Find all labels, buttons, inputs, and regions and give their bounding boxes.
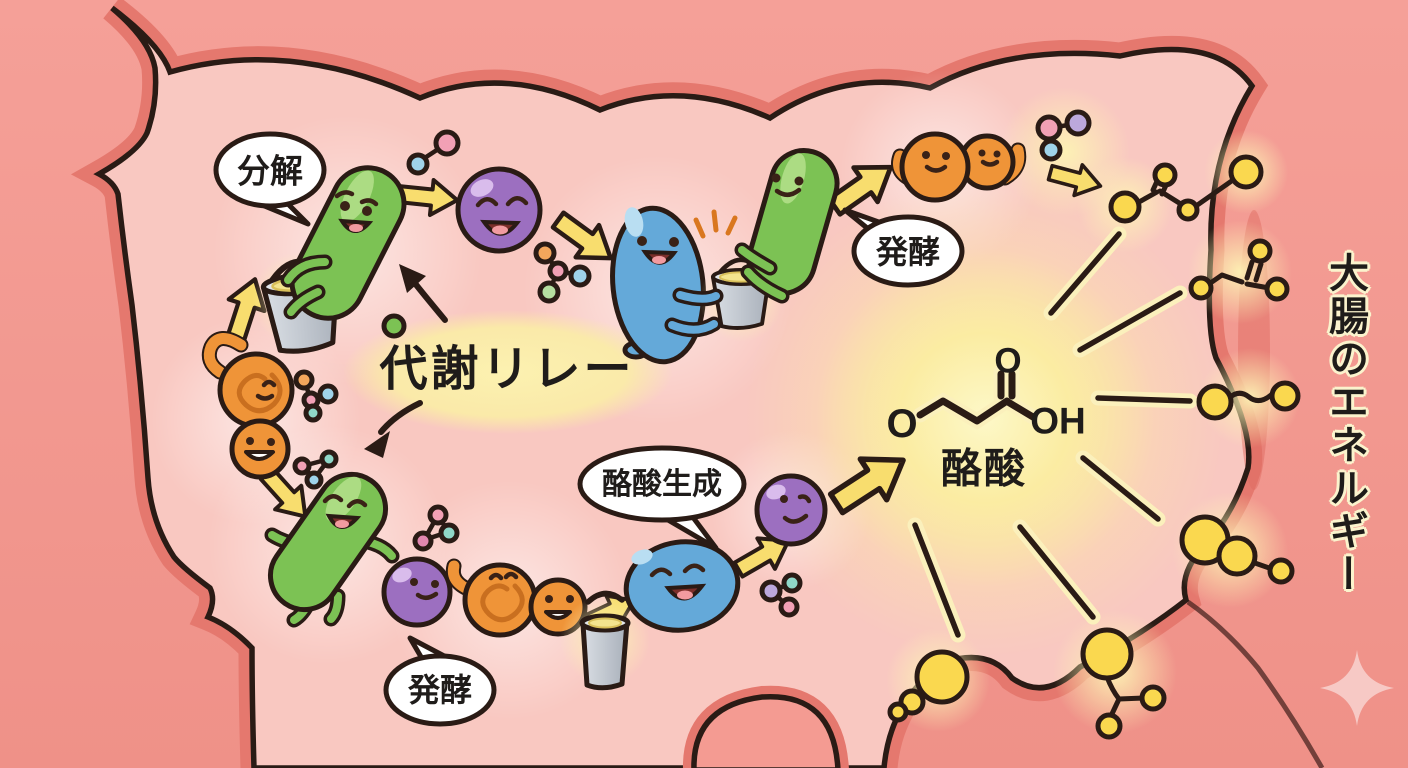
label-butyric-acid: 酪酸	[941, 445, 1027, 492]
label-ferment-top: 発酵	[875, 234, 941, 270]
label-relay-title: 代謝リレー	[379, 343, 635, 396]
sparkle-icon	[1320, 650, 1394, 726]
speech-bubble-butyrate-production	[577, 445, 747, 551]
scfa-molecule-1	[1108, 154, 1264, 224]
scfa-molecule-6	[1080, 627, 1167, 740]
orange-spiral-bacterium-2	[445, 558, 588, 638]
chem-o-top: O	[994, 341, 1022, 381]
nutrient-molecule-7	[759, 572, 803, 618]
energy-rays	[907, 226, 1198, 643]
green-rod-bacterium-1	[280, 165, 407, 339]
nutrient-molecule-4	[293, 369, 339, 423]
scfa-molecule-2	[1188, 238, 1290, 302]
purple-round-bacterium-2	[381, 556, 453, 628]
nutrient-molecule-2	[533, 241, 592, 304]
purple-round-bacterium-3	[754, 473, 828, 547]
label-ferment-bottom: 発酵	[407, 672, 473, 708]
orange-blob-bacteria-pair	[891, 131, 1027, 203]
nutrient-molecule-1	[406, 129, 461, 176]
chem-oh: OH	[1030, 400, 1086, 442]
nutrient-molecule-3	[1035, 109, 1092, 162]
nutrient-molecule-6	[412, 504, 460, 552]
label-decompose: 分解	[237, 152, 303, 190]
chem-o-left: O	[886, 402, 918, 446]
blue-bacterium-arms	[664, 287, 724, 338]
nutrient-molecule-5	[292, 449, 339, 490]
green-rod-bacterium-3	[264, 471, 400, 628]
speech-bubble-ferment-bottom	[383, 635, 497, 727]
orange-spiral-bacterium-1	[201, 331, 295, 480]
spark-lines	[693, 209, 738, 239]
scfa-molecule-3	[1196, 380, 1301, 421]
curved-arrow-icon-2	[364, 400, 423, 458]
bucket-icon-3	[560, 590, 650, 691]
curved-arrow-icon-1	[399, 264, 448, 323]
speech-bubble-ferment-top	[842, 207, 965, 288]
speech-bubble-decompose	[213, 131, 327, 227]
intestine-wall-bump	[683, 685, 849, 768]
purple-round-bacterium-1	[455, 166, 543, 254]
label-butyrate-production: 酪酸生成	[602, 468, 722, 501]
caption-colon-energy: 大腸のエネルギー	[1323, 252, 1367, 596]
blue-oval-bacterium-2	[623, 539, 741, 633]
green-rod-bacterium-2	[734, 148, 840, 304]
scfa-molecule-4	[1179, 514, 1295, 585]
scfa-molecule-5	[887, 649, 970, 723]
butyric-acid-structure	[912, 364, 1041, 430]
